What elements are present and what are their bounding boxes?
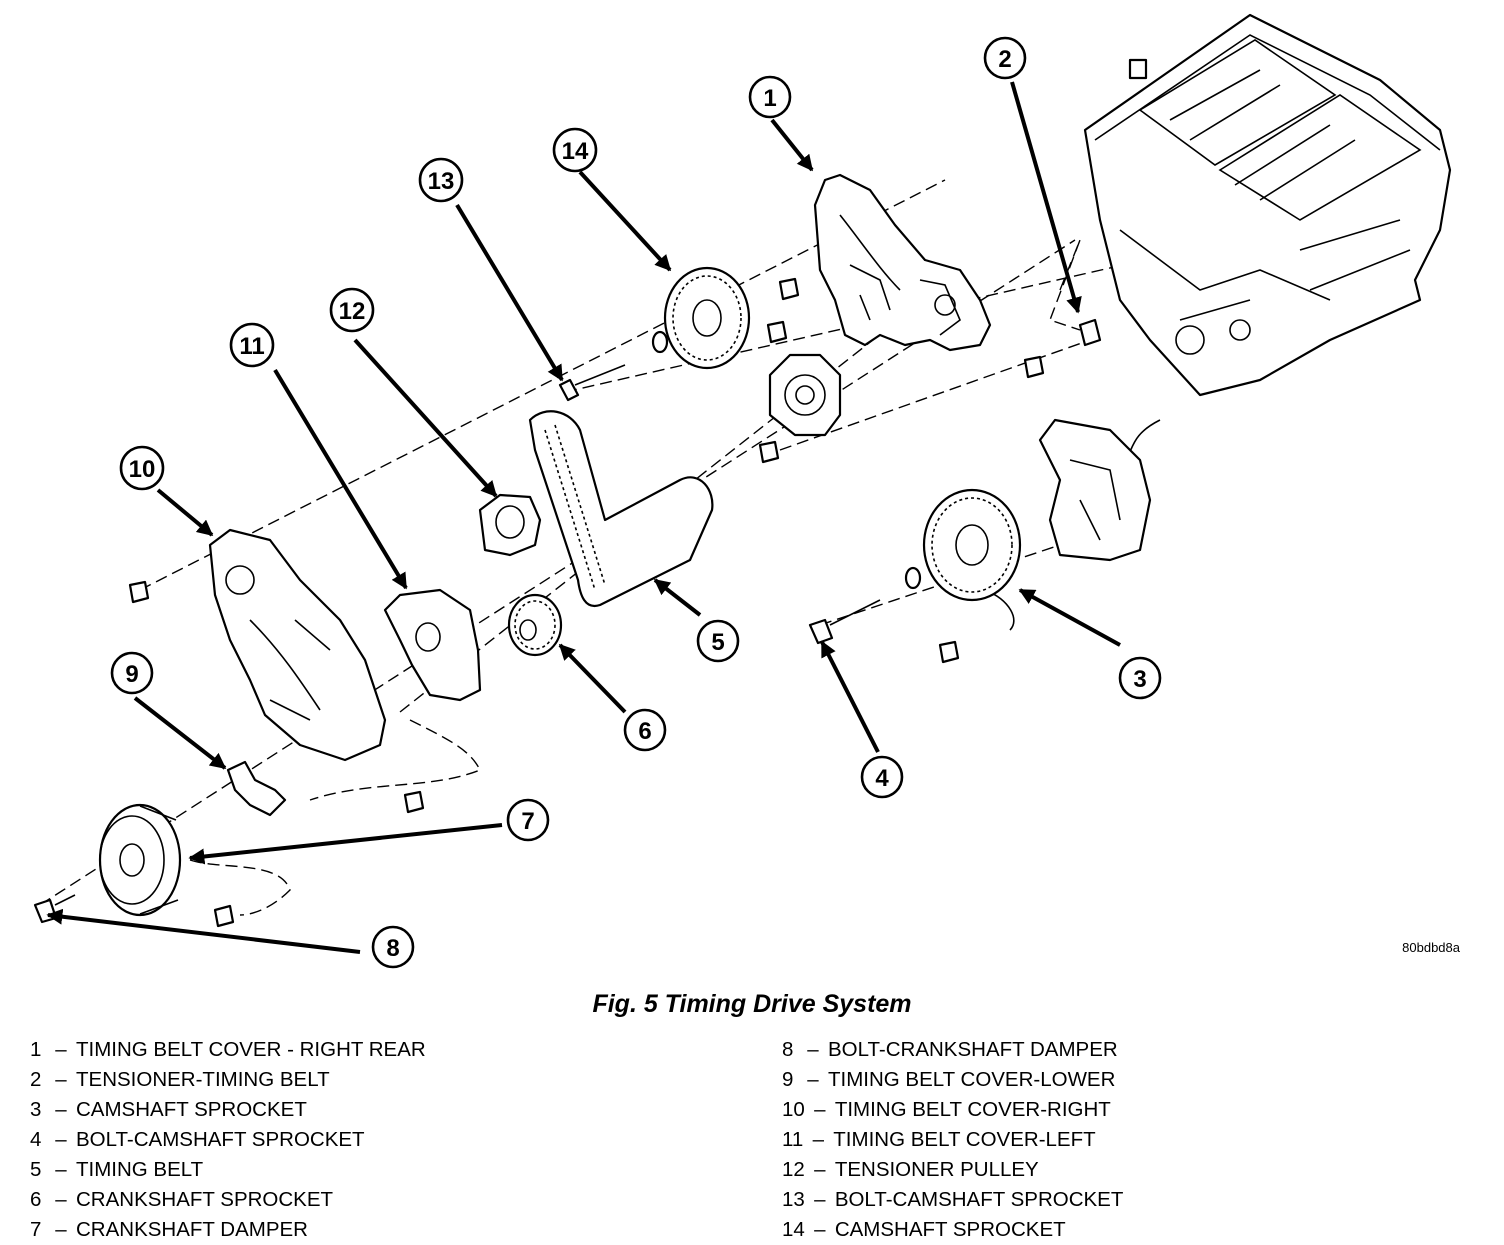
legend-item: 2–TENSIONER-TIMING BELT <box>30 1068 330 1091</box>
camshaft-sprocket-3 <box>904 488 1022 602</box>
svg-text:10: 10 <box>129 456 156 483</box>
svg-text:6: 6 <box>638 718 651 745</box>
svg-text:9: 9 <box>125 661 138 688</box>
callout-5: 5 <box>696 619 740 663</box>
callout-12: 12 <box>329 287 375 333</box>
svg-text:5: 5 <box>711 629 724 656</box>
timing-belt-cover-right <box>208 528 387 762</box>
callout-2: 2 <box>983 36 1027 80</box>
legend-item: 14–CAMSHAFT SPROCKET <box>782 1218 1066 1241</box>
timing-drive-diagram: 1 2 3 4 5 6 7 8 9 10 11 12 <box>33 13 1461 969</box>
legend-right-column: 8–BOLT-CRANKSHAFT DAMPER 9–TIMING BELT C… <box>782 1035 1123 1245</box>
legend-item: 5–TIMING BELT <box>30 1158 204 1181</box>
leader-arrows <box>46 81 1121 954</box>
svg-text:8: 8 <box>386 935 399 962</box>
legend-item: 7–CRANKSHAFT DAMPER <box>30 1218 308 1241</box>
legend-item: 11–TIMING BELT COVER-LEFT <box>782 1128 1096 1151</box>
legend-item: 9–TIMING BELT COVER-LOWER <box>782 1068 1116 1091</box>
legend-item: 8–BOLT-CRANKSHAFT DAMPER <box>782 1038 1118 1061</box>
callout-9: 9 <box>110 651 154 695</box>
callout-8: 8 <box>371 925 415 969</box>
svg-text:7: 7 <box>521 808 534 835</box>
legend-item: 3–CAMSHAFT SPROCKET <box>30 1098 307 1121</box>
callout-13: 13 <box>418 157 464 203</box>
legend-item: 1–TIMING BELT COVER - RIGHT REAR <box>30 1038 426 1061</box>
timing-belt <box>528 410 714 608</box>
timing-belt-cover-lower <box>226 760 287 817</box>
svg-text:1: 1 <box>763 85 776 112</box>
callout-10: 10 <box>119 445 165 491</box>
callout-1: 1 <box>748 75 792 119</box>
legend-left-column: 1–TIMING BELT COVER - RIGHT REAR 2–TENSI… <box>30 1035 426 1245</box>
callout-14: 14 <box>552 127 598 173</box>
callout-7: 7 <box>506 798 550 842</box>
timing-belt-cover-left <box>383 588 482 702</box>
figure-caption: Fig. 5 Timing Drive System <box>592 990 912 1018</box>
legend-item: 4–BOLT-CAMSHAFT SPROCKET <box>30 1128 365 1151</box>
svg-text:11: 11 <box>239 333 264 360</box>
svg-text:13: 13 <box>428 168 455 195</box>
bolts <box>33 277 1102 928</box>
engine-block <box>1083 13 1452 397</box>
callout-3: 3 <box>1118 656 1162 700</box>
svg-text:12: 12 <box>339 298 366 325</box>
legend-item: 6–CRANKSHAFT SPROCKET <box>30 1188 334 1211</box>
water-pump <box>768 353 842 437</box>
rear-mount-bracket <box>1038 418 1152 562</box>
crankshaft-sprocket <box>507 593 563 657</box>
legend-item: 13–BOLT-CAMSHAFT SPROCKET <box>782 1188 1124 1211</box>
svg-text:14: 14 <box>562 138 589 165</box>
svg-text:2: 2 <box>998 46 1011 73</box>
legend-item: 12–TENSIONER PULLEY <box>782 1158 1039 1181</box>
figure-code: 80bdbd8a <box>1402 940 1461 955</box>
legend-item: 10–TIMING BELT COVER-RIGHT <box>782 1098 1111 1121</box>
camshaft-sprocket-14 <box>651 266 751 370</box>
callout-4: 4 <box>860 755 904 799</box>
tensioner-pulley <box>478 493 542 557</box>
callout-11: 11 <box>229 322 275 368</box>
timing-belt-cover-right-rear <box>813 173 992 352</box>
svg-text:4: 4 <box>875 765 889 792</box>
crankshaft-damper <box>98 803 182 917</box>
svg-text:3: 3 <box>1133 666 1146 693</box>
callout-6: 6 <box>623 708 667 752</box>
